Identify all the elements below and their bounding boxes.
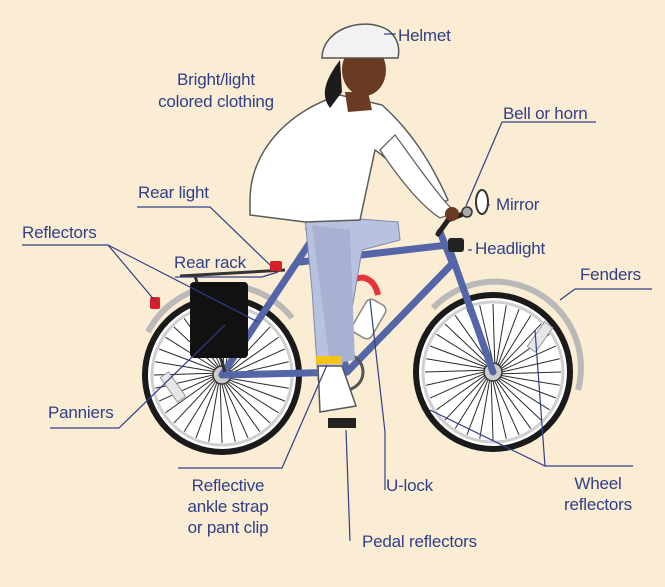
label-ankle-line3: or pant clip (168, 518, 288, 538)
bell (462, 207, 472, 217)
mirror (476, 190, 488, 214)
label-mirror: Mirror (496, 195, 539, 215)
label-pedal-reflectors: Pedal reflectors (362, 532, 477, 552)
label-clothing-line2: colored clothing (146, 92, 286, 112)
label-headlight: Headlight (475, 239, 545, 259)
label-rear-rack: Rear rack (174, 253, 246, 273)
label-bell-or-horn: Bell or horn (503, 104, 588, 124)
label-rear-light: Rear light (138, 183, 209, 203)
label-ankle-line2: ankle strap (168, 497, 288, 517)
rear-reflector (150, 297, 160, 309)
label-fenders: Fenders (580, 265, 641, 285)
headlight (448, 238, 464, 252)
helmet (322, 24, 399, 58)
pedal (328, 418, 356, 428)
label-reflectors: Reflectors (22, 223, 97, 243)
label-panniers: Panniers (48, 403, 114, 423)
label-wheel-reflectors-line1: Wheel (548, 474, 648, 494)
label-wheel-reflectors-line2: reflectors (548, 495, 648, 515)
label-clothing-line1: Bright/light (146, 70, 286, 90)
leader-pedal (346, 430, 350, 541)
leader-fenders (560, 289, 652, 300)
ankle-strap (316, 356, 342, 364)
pannier (190, 282, 248, 358)
label-ankle-line1: Reflective (168, 476, 288, 496)
label-helmet: Helmet (398, 26, 451, 46)
rear-light (270, 261, 282, 271)
leader-reflectors (22, 245, 156, 302)
label-u-lock: U-lock (386, 476, 433, 496)
